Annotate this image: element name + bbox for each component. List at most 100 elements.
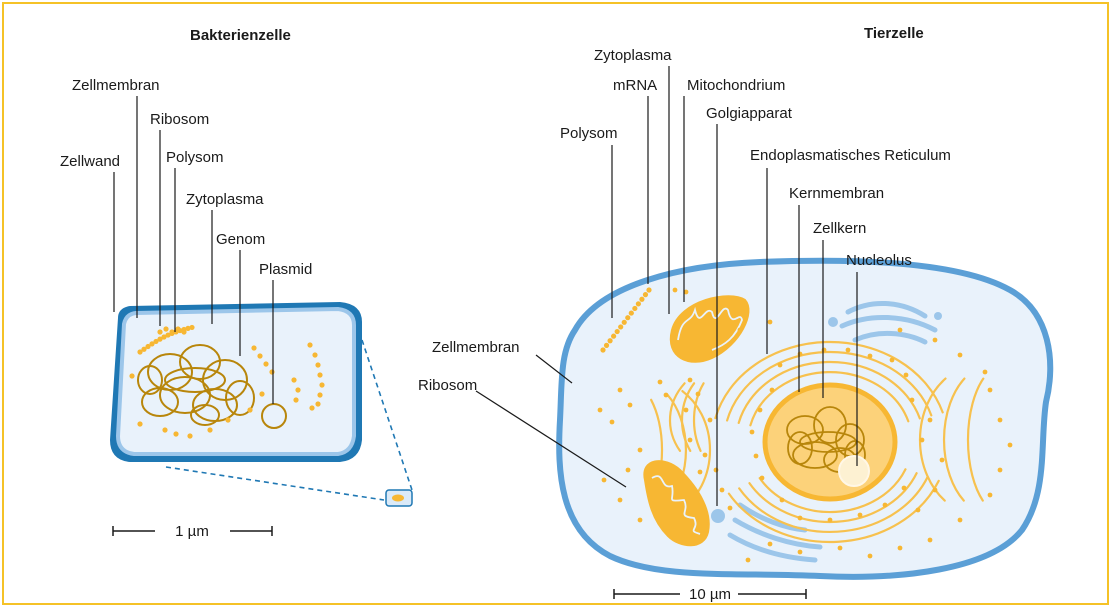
ribosome-dot	[618, 388, 623, 393]
ribosome-dot	[920, 438, 925, 443]
ribosome-dot	[607, 338, 612, 343]
ribosome-dot	[928, 538, 933, 543]
ribosome-dot	[600, 347, 605, 352]
bacterium-label-zellmembran: Zellmembran	[72, 77, 160, 94]
ribosome-dot	[163, 326, 168, 331]
animal-scale-label: 10 µm	[689, 586, 731, 603]
ribosome-dot	[696, 392, 701, 397]
ribosome-dot	[678, 478, 683, 483]
bacterium-title: Bakterienzelle	[190, 27, 291, 44]
animal-label-mrna: mRNA	[613, 77, 657, 94]
ribosome-dot	[181, 329, 186, 334]
ribosome-dot	[703, 453, 708, 458]
animal-label-zellkern: Zellkern	[813, 220, 866, 237]
ribosome-dot	[768, 542, 773, 547]
ribosome-dot	[780, 498, 785, 503]
ribosome-dot	[317, 392, 322, 397]
ribosome-dot	[858, 513, 863, 518]
ribosome-dot	[626, 468, 631, 473]
ribosome-dot	[798, 550, 803, 555]
ribosome-dot	[157, 329, 162, 334]
ribosome-dot	[998, 418, 1003, 423]
ribosome-dot	[688, 378, 693, 383]
ribosome-dot	[746, 558, 751, 563]
ribosome-dot	[798, 352, 803, 357]
animal-label-zellmembran: Zellmembran	[432, 339, 520, 356]
ribosome-dot	[187, 433, 192, 438]
ribosome-dot	[928, 418, 933, 423]
ribosome-dot	[259, 391, 264, 396]
ribosome-dot	[904, 373, 909, 378]
ribosome-dot	[688, 438, 693, 443]
ribosome-dot	[618, 324, 623, 329]
ribosome-dot	[646, 287, 651, 292]
ribosome-dot	[638, 448, 643, 453]
ribosome-dot	[754, 454, 759, 459]
ribosome-dot	[838, 546, 843, 551]
ribosome-dot	[958, 353, 963, 358]
ribosome-dot	[998, 468, 1003, 473]
ribosome-dot	[846, 348, 851, 353]
ribosome-dot	[189, 325, 194, 330]
ribosome-dot	[129, 373, 134, 378]
animal-label-polysom: Polysom	[560, 125, 618, 142]
ribosome-dot	[610, 420, 615, 425]
ribosome-dot	[770, 388, 775, 393]
bacterium-cell	[110, 302, 362, 462]
ribosome-dot	[295, 387, 300, 392]
bacterium-label-genom: Genom	[216, 231, 265, 248]
ribosome-dot	[251, 345, 256, 350]
ribosome-dot	[988, 388, 993, 393]
ribosome-dot	[760, 476, 765, 481]
ribosome-dot	[902, 486, 907, 491]
ribosome-dot	[673, 288, 678, 293]
animal-title: Tierzelle	[864, 25, 924, 42]
ribosome-dot	[883, 503, 888, 508]
ribosome-dot	[898, 328, 903, 333]
ribosome-dot	[293, 397, 298, 402]
ribosome-dot	[307, 342, 312, 347]
ribosome-dot	[291, 377, 296, 382]
animal-label-zytoplasma: Zytoplasma	[594, 47, 672, 64]
ribosome-dot	[714, 468, 719, 473]
ribosome-dot	[309, 405, 314, 410]
ribosome-dot	[636, 301, 641, 306]
ribosome-dot	[868, 354, 873, 359]
ribosome-dot	[602, 478, 607, 483]
ribosome-dot	[658, 380, 663, 385]
bacterium-label-polysom: Polysom	[166, 149, 224, 166]
bacterium-label-zytoplasma: Zytoplasma	[186, 191, 264, 208]
ribosome-dot	[162, 427, 167, 432]
ribosome-dot	[708, 418, 713, 423]
ribosome-dot	[728, 506, 733, 511]
ribosome-dot	[698, 470, 703, 475]
ribosome-dot	[758, 408, 763, 413]
ribosome-dot	[611, 334, 616, 339]
ribosome-dot	[720, 488, 725, 493]
ribosome-dot	[916, 508, 921, 513]
ribosome-dot	[933, 488, 938, 493]
ribosome-dot	[263, 361, 268, 366]
ribosome-dot	[207, 427, 212, 432]
animal-label-nucleolus: Nucleolus	[846, 252, 912, 269]
nuclear-membrane	[765, 385, 895, 499]
animal-cell	[559, 261, 1050, 577]
ribosome-dot	[625, 315, 630, 320]
ribosome-dot	[257, 353, 262, 358]
ribosome-dot	[778, 363, 783, 368]
ribosome-dot	[137, 421, 142, 426]
bacterium-label-zellwand: Zellwand	[60, 153, 120, 170]
ribosome-dot	[798, 516, 803, 521]
nucleolus-circle	[839, 456, 869, 486]
ribosome-dot	[618, 498, 623, 503]
animal-label-golgiapparat: Golgiapparat	[706, 105, 793, 122]
ribosome-dot	[628, 403, 633, 408]
ribosome-dot	[664, 393, 669, 398]
ribosome-dot	[890, 358, 895, 363]
ribosome-dot	[738, 328, 743, 333]
ribosome-dot	[898, 546, 903, 551]
ribosome-dot	[225, 417, 230, 422]
bacterium-label-ribosom: Ribosom	[150, 111, 209, 128]
